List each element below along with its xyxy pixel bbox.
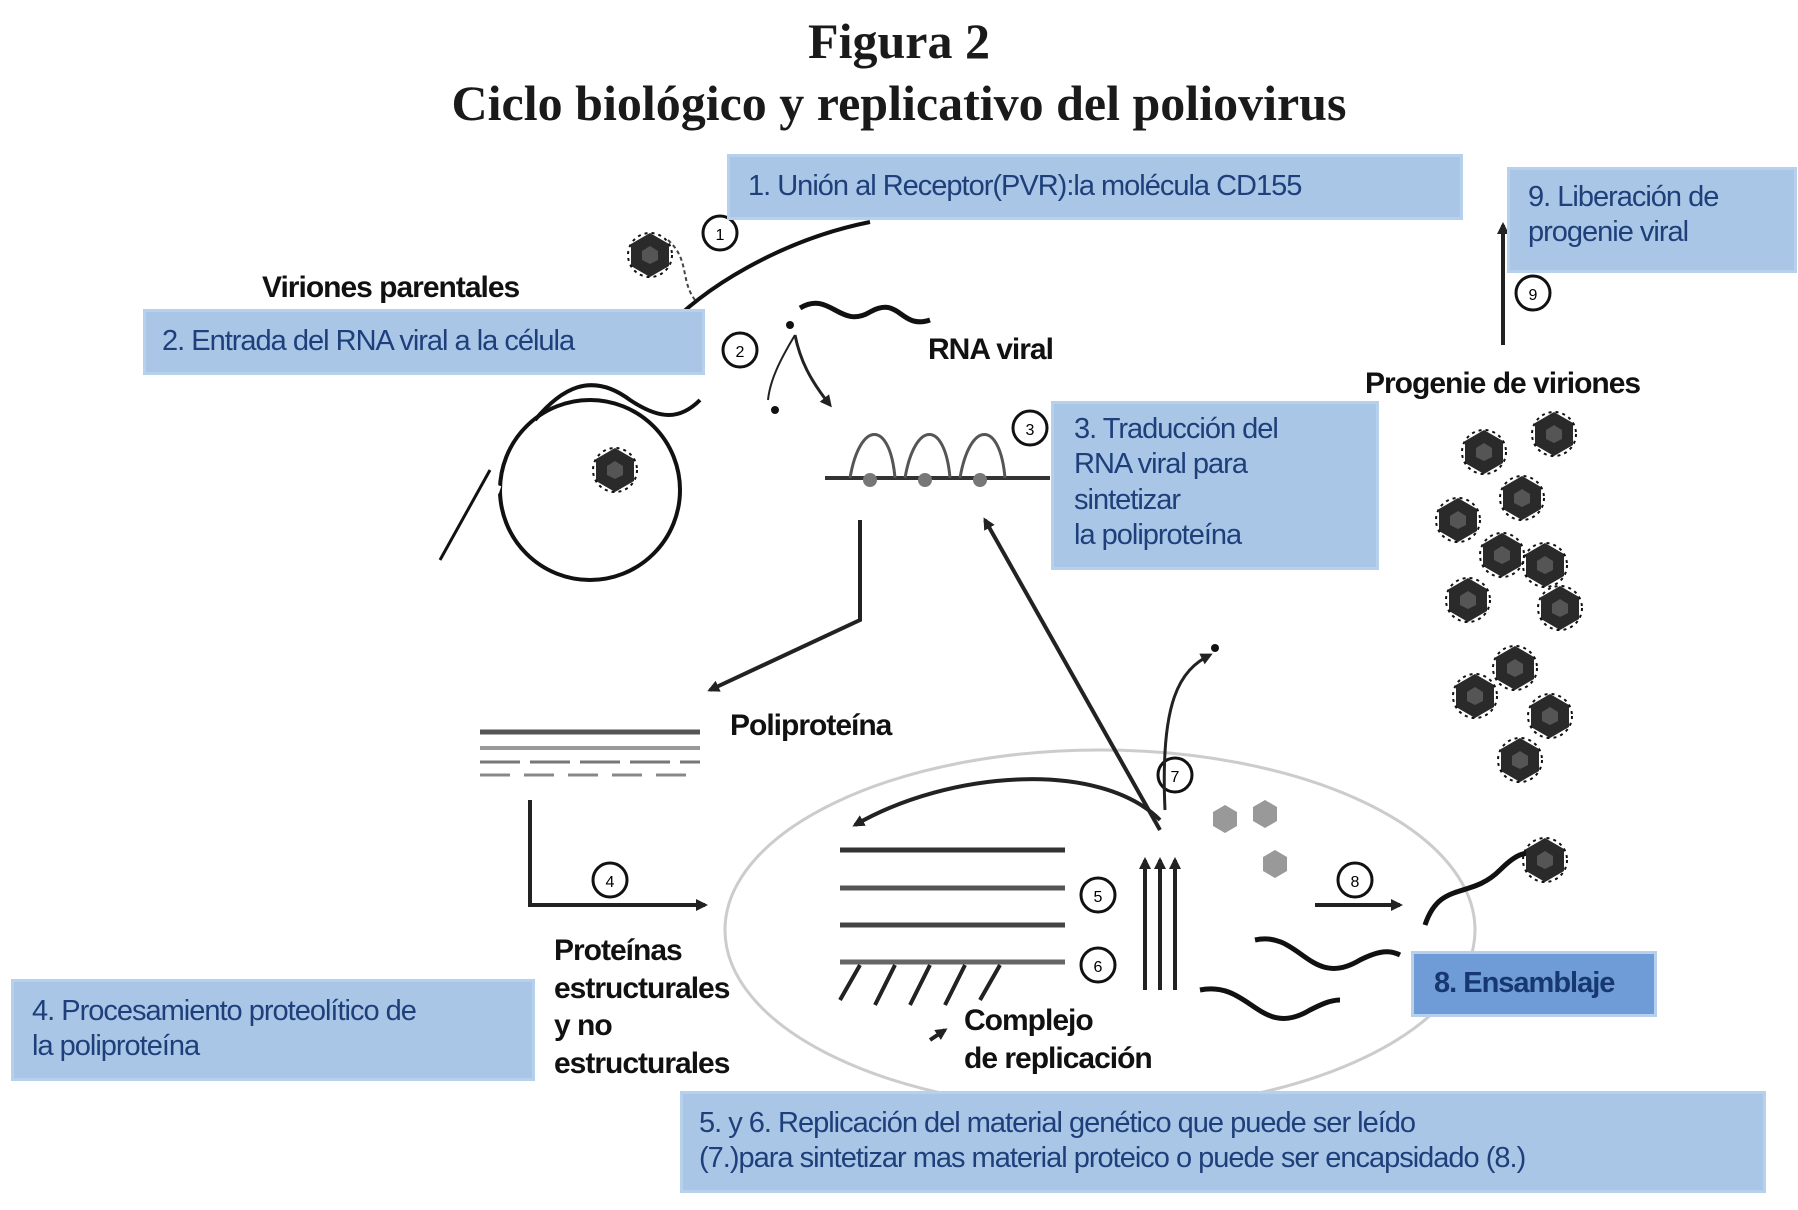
parental-virion (627, 232, 673, 278)
label-proteinas-line-3: y no (554, 1009, 613, 1042)
entering-virion (592, 447, 638, 493)
step-9-line-1: 9. Liberación de (1528, 181, 1719, 213)
step-5-6-line-1: 5. y 6. Replicación del material genétic… (699, 1107, 1416, 1139)
svg-text:7: 7 (1171, 769, 1180, 786)
svg-text:2: 2 (736, 344, 745, 361)
step-3-line-3: sintetizar (1074, 483, 1181, 516)
step-2-text: 2. Entrada del RNA viral a la célula (162, 325, 575, 357)
figure-title: Figura 2 (808, 13, 990, 69)
label-rna-viral: RNA viral (928, 333, 1054, 366)
figure-subtitle: Ciclo biológico y replicativo del poliov… (451, 75, 1347, 131)
step-5-6-line-2: (7.)para sintetizar mas material proteic… (699, 1142, 1526, 1175)
step-marker-7: 7 (1156, 756, 1194, 794)
step-1-text: 1. Unión al Receptor(PVR):la molécula CD… (748, 170, 1302, 202)
step-4-line-1: 4. Procesamiento proteolítico de (32, 995, 417, 1027)
svg-text:6: 6 (1094, 959, 1103, 976)
step-9-box: 9. Liberación de progenie viral (1510, 170, 1794, 270)
label-viriones-parentales: Viriones parentales (262, 271, 520, 304)
step-4-box: 4. Procesamiento proteolítico de la poli… (14, 982, 532, 1078)
step-3-line-2: RNA viral para (1074, 448, 1248, 481)
step-3-line-1: 3. Traducción del (1074, 413, 1279, 445)
label-complejo: Complejo de replicación (964, 1002, 1153, 1077)
svg-text:5: 5 (1094, 889, 1103, 906)
step-marker-2: 2 (721, 331, 759, 369)
label-proteinas-line-2: estructurales (554, 971, 730, 1005)
step-5-6-box: 5. y 6. Replicación del material genétic… (683, 1094, 1763, 1190)
step-marker-6: 6 (1079, 946, 1117, 984)
entry-vesicle (498, 398, 682, 582)
viral-rna (798, 300, 931, 325)
step-3-line-4: la poliproteína (1074, 519, 1242, 552)
label-progenie: Progenie de viriones (1365, 367, 1641, 400)
step-marker-5: 5 (1079, 876, 1117, 914)
step-marker-4: 4 (591, 861, 629, 899)
label-complejo-line-2: de replicación (964, 1041, 1153, 1075)
step-3-box: 3. Traducción del RNA viral para sinteti… (1054, 404, 1376, 567)
svg-text:8: 8 (1351, 874, 1360, 891)
label-proteinas: Proteínas estructurales y no estructural… (554, 932, 730, 1082)
step-9-line-2: progenie viral (1528, 216, 1689, 249)
step-1-box: 1. Unión al Receptor(PVR):la molécula CD… (730, 157, 1460, 217)
step-marker-1: 1 (701, 214, 739, 252)
step-marker-9: 9 (1514, 274, 1552, 312)
svg-text:4: 4 (606, 874, 615, 891)
label-proteinas-line-4: estructurales (554, 1046, 730, 1080)
step-marker-3: 3 (1011, 409, 1049, 447)
step-8-box: 8. Ensamblaje (1414, 954, 1654, 1014)
step-4-line-2: la poliproteína (32, 1030, 200, 1063)
step-marker-8: 8 (1336, 861, 1374, 899)
svg-text:1: 1 (716, 227, 725, 244)
label-proteinas-line-1: Proteínas (554, 934, 683, 967)
label-poliproteina: Poliproteína (730, 709, 892, 742)
step-2-box: 2. Entrada del RNA viral a la célula (146, 312, 702, 372)
svg-text:3: 3 (1026, 422, 1035, 439)
svg-text:9: 9 (1529, 287, 1538, 304)
label-complejo-line-1: Complejo (964, 1004, 1094, 1037)
step-8-text: 8. Ensamblaje (1434, 967, 1615, 999)
